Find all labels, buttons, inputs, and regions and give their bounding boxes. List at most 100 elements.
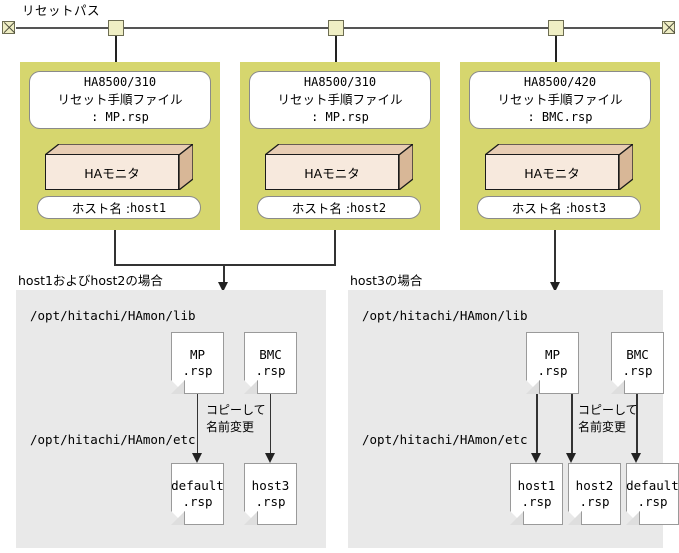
case-caption-host1-host2: host1およびhost2の場合	[18, 273, 163, 288]
node-model-host3: HA8500/420	[523, 75, 597, 90]
host-name-pill-host2: ホスト名 : host2	[257, 196, 421, 219]
file-ext: .rsp	[622, 363, 653, 378]
file-sheet	[611, 332, 664, 394]
bus-tap-node-3	[548, 20, 564, 36]
node-title-box-host3: HA8500/420 リセット手順ファイル : BMC.rsp	[469, 71, 651, 129]
file-name: BMC	[259, 347, 282, 362]
copy-arrow-head-mp-to-host1	[531, 453, 542, 463]
reset-path-label: リセットパス	[22, 3, 101, 18]
copy-note-line-2: 名前変更	[578, 420, 627, 435]
ha-monitor-3d-shape	[265, 144, 413, 190]
connector-host1-down	[114, 230, 116, 266]
file-icon-host2-rsp-right[interactable]: host2 .rsp	[568, 463, 621, 525]
node-model-host2: HA8500/310	[303, 75, 377, 90]
file-icon-mp-rsp-right[interactable]: MP .rsp	[526, 332, 579, 394]
host-name-value-host2: host2	[350, 200, 387, 215]
copy-rename-note-left: コピーして 名前変更	[206, 402, 266, 437]
arrow-into-right-case-panel	[549, 282, 560, 292]
host-name-prefix-host3: ホスト名 :	[511, 201, 571, 216]
file-name: default	[171, 478, 224, 493]
node-file-host3: : BMC.rsp	[527, 109, 593, 124]
file-sheet	[526, 332, 579, 394]
copy-arrow-line-mp-to-default	[196, 394, 199, 456]
copy-note-line-1: コピーして	[206, 403, 266, 417]
etc-path-label-left: /opt/hitachi/HAmon/etc	[30, 432, 196, 447]
ha-monitor-box-host3: HAモニタ	[485, 144, 633, 190]
ha-monitor-box-host2: HAモニタ	[265, 144, 413, 190]
ha-monitor-label-host3: HAモニタ	[485, 154, 619, 190]
file-sheet	[244, 332, 297, 394]
file-name: host1	[517, 478, 556, 493]
file-ext: .rsp	[255, 494, 286, 509]
file-sheet	[171, 332, 224, 394]
node-panel-host3[interactable]: HA8500/420 リセット手順ファイル : BMC.rsp HAモニタ ホス…	[460, 62, 660, 230]
file-icon-default-rsp-left[interactable]: default .rsp	[171, 463, 224, 525]
bus-drop-node-1	[115, 36, 117, 62]
node-title-host3: リセット手順ファイル	[497, 92, 623, 108]
copy-arrow-line-bmc-to-default	[636, 394, 638, 456]
ha-monitor-box-host1: HAモニタ	[45, 144, 193, 190]
file-sheet	[171, 463, 224, 525]
copy-arrow-head-mp-to-default	[191, 453, 202, 463]
file-ext: .rsp	[182, 363, 213, 378]
file-icon-host3-rsp-left[interactable]: host3 .rsp	[244, 463, 297, 525]
node-panel-host1[interactable]: HA8500/310 リセット手順ファイル : MP.rsp HAモニタ ホスト…	[20, 62, 220, 230]
connector-merge-stem	[223, 264, 225, 284]
copy-arrow-line-mp-to-host1	[536, 394, 538, 456]
node-file-host2: : MP.rsp	[311, 109, 369, 124]
file-name: BMC	[626, 347, 649, 362]
file-name: host3	[251, 478, 290, 493]
node-title-host2: リセット手順ファイル	[277, 92, 403, 108]
file-icon-mp-rsp-left[interactable]: MP .rsp	[171, 332, 224, 394]
host-name-value-host1: host1	[130, 200, 167, 215]
file-icon-default-rsp-right[interactable]: default .rsp	[626, 463, 679, 525]
lib-path-label-right: /opt/hitachi/HAmon/lib	[362, 308, 528, 323]
arrow-into-left-case-panel	[218, 282, 229, 292]
case-caption-host3: host3の場合	[350, 273, 423, 288]
file-icon-bmc-rsp-left[interactable]: BMC .rsp	[244, 332, 297, 394]
file-icon-host1-rsp-right[interactable]: host1 .rsp	[510, 463, 563, 525]
file-ext: .rsp	[255, 363, 286, 378]
bus-terminator-left-icon	[2, 21, 15, 34]
host-name-pill-host1: ホスト名 : host1	[37, 196, 201, 219]
ha-monitor-label-host2: HAモニタ	[265, 154, 399, 190]
copy-arrow-line-mp-to-host2	[571, 394, 573, 456]
bus-terminator-right-icon	[662, 21, 675, 34]
copy-arrow-head-bmc-to-default	[631, 453, 642, 463]
copy-arrow-line-bmc-to-host3	[269, 394, 272, 456]
bus-drop-node-2	[335, 36, 337, 62]
host-name-value-host3: host3	[570, 200, 607, 215]
node-title-host1: リセット手順ファイル	[57, 92, 183, 108]
host-name-prefix-host2: ホスト名 :	[291, 201, 351, 216]
file-sheet	[568, 463, 621, 525]
connector-host3-down	[554, 230, 556, 284]
file-ext: .rsp	[182, 494, 213, 509]
host-name-pill-host3: ホスト名 : host3	[477, 196, 641, 219]
connector-host2-down	[334, 230, 336, 266]
file-name: MP	[189, 347, 206, 362]
copy-note-line-1: コピーして	[578, 403, 638, 417]
etc-path-label-right: /opt/hitachi/HAmon/etc	[362, 432, 528, 447]
copy-arrow-head-mp-to-host2	[566, 453, 577, 463]
ha-monitor-3d-shape	[485, 144, 633, 190]
ha-monitor-label-host1: HAモニタ	[45, 154, 179, 190]
copy-arrow-head-bmc-to-host3	[264, 453, 275, 463]
node-model-host1: HA8500/310	[83, 75, 157, 90]
file-sheet	[244, 463, 297, 525]
file-icon-bmc-rsp-right[interactable]: BMC .rsp	[611, 332, 664, 394]
file-ext: .rsp	[537, 363, 568, 378]
file-name: default	[626, 478, 679, 493]
file-sheet	[510, 463, 563, 525]
node-file-host1: : MP.rsp	[91, 109, 149, 124]
host-name-prefix-host1: ホスト名 :	[71, 201, 131, 216]
lib-path-label-left: /opt/hitachi/HAmon/lib	[30, 308, 196, 323]
file-name: host2	[575, 478, 614, 493]
node-panel-host2[interactable]: HA8500/310 リセット手順ファイル : MP.rsp HAモニタ ホスト…	[240, 62, 440, 230]
bus-tap-node-2	[328, 20, 344, 36]
copy-rename-note-right: コピーして 名前変更	[578, 402, 638, 437]
case-panel-host1-host2[interactable]: /opt/hitachi/HAmon/lib MP .rsp BMC .rsp …	[16, 290, 326, 548]
case-panel-host3[interactable]: /opt/hitachi/HAmon/lib MP .rsp BMC .rsp …	[348, 290, 663, 548]
node-title-box-host2: HA8500/310 リセット手順ファイル : MP.rsp	[249, 71, 431, 129]
node-title-box-host1: HA8500/310 リセット手順ファイル : MP.rsp	[29, 71, 211, 129]
file-name: MP	[544, 347, 561, 362]
